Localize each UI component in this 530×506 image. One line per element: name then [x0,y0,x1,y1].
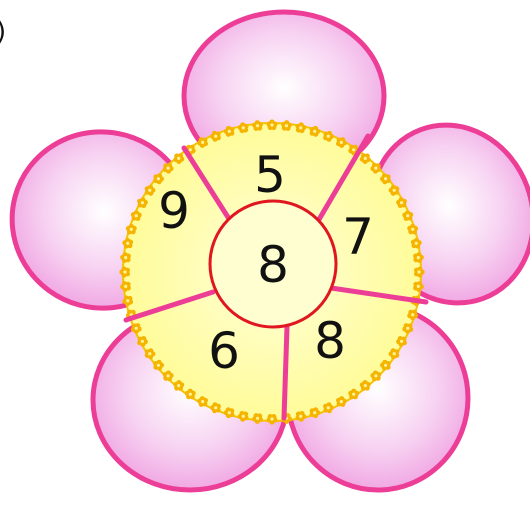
segment-number-top: 5 [254,146,286,204]
center-number: 8 [257,236,289,294]
divider-bottom [284,327,287,418]
segment-number-right: 7 [342,208,374,266]
segment-number-left: 9 [158,182,190,240]
segment-number-bottom-right: 8 [314,312,346,370]
segment-number-bottom-left: 6 [208,322,240,380]
corner-parenthesis: ) [0,17,6,47]
